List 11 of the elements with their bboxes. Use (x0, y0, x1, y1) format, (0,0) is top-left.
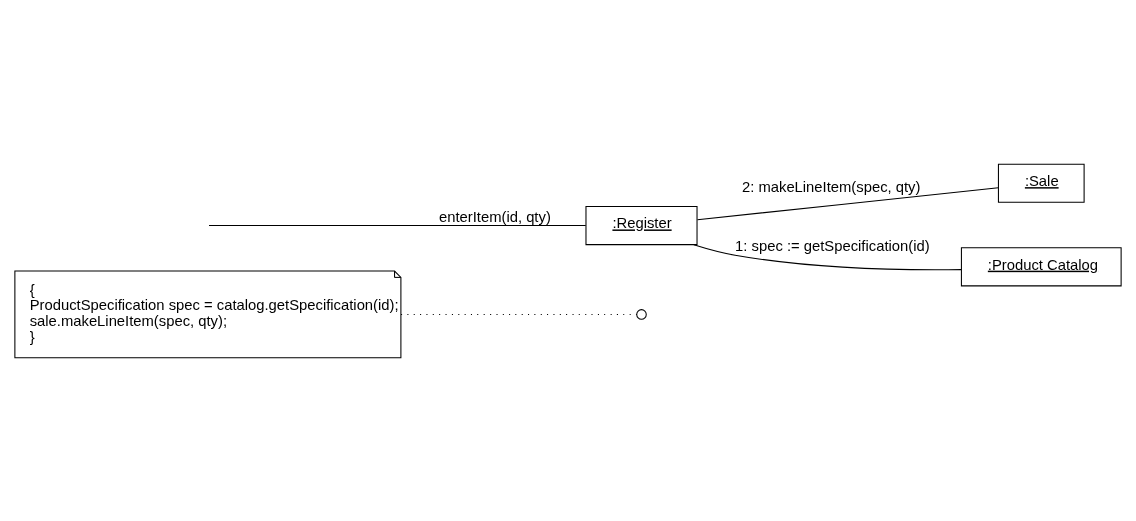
connector (696, 186, 999, 220)
edge-label: 2: makeLineItem(spec, qty) (741, 178, 921, 195)
connector (693, 243, 962, 270)
connector (400, 313, 638, 315)
connector (208, 224, 587, 226)
node-box: :Product Catalog (960, 246, 1122, 286)
node-box: :Register (585, 205, 698, 245)
edge-label: enterItem(id, qty) (438, 208, 551, 225)
node-box: :Sale (997, 163, 1085, 203)
node-circle (636, 308, 647, 320)
edge-label: 1: spec := getSpecification(id) (735, 237, 930, 254)
